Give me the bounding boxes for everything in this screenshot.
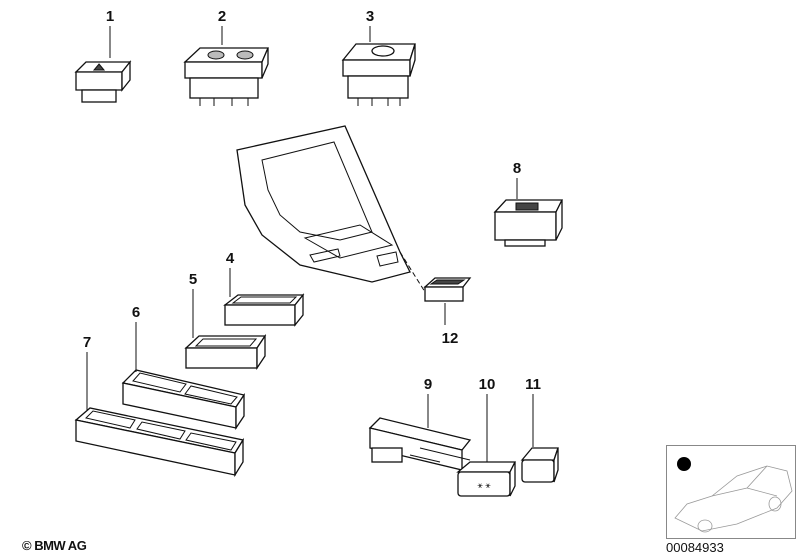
label-11[interactable]: 11 <box>525 376 541 393</box>
label-3[interactable]: 3 <box>366 8 374 25</box>
leader-lines <box>86 26 534 462</box>
part-1-hazard-switch[interactable] <box>74 60 132 103</box>
label-4[interactable]: 4 <box>226 250 235 267</box>
label-9[interactable]: 9 <box>424 376 432 393</box>
label-8[interactable]: 8 <box>513 160 521 177</box>
position-labels: 1 2 3 4 5 6 7 8 9 10 11 12 <box>83 8 541 393</box>
part-12-cover[interactable] <box>423 277 472 302</box>
part-11-knob[interactable] <box>520 447 559 483</box>
part-8-switch[interactable] <box>493 199 564 247</box>
part-4-blank-holder[interactable] <box>223 293 305 327</box>
part-6-double-holder[interactable] <box>121 369 246 431</box>
document-number: 00084933 <box>666 540 724 555</box>
label-5[interactable]: 5 <box>189 271 197 288</box>
part-10-knob[interactable]: ⚹ ⚹ <box>456 461 517 497</box>
label-6[interactable]: 6 <box>132 304 140 321</box>
part-5-single-holder[interactable] <box>184 333 267 371</box>
svg-text:⚹ ⚹: ⚹ ⚹ <box>477 480 491 490</box>
copyright-text: © BMW AG <box>22 538 87 553</box>
vehicle-thumbnail <box>666 445 796 539</box>
label-1[interactable]: 1 <box>106 8 114 25</box>
part-9-module[interactable] <box>368 417 472 471</box>
part-2-double-switch[interactable] <box>183 47 269 106</box>
center-console-trim[interactable] <box>236 125 431 301</box>
part-7-triple-holder[interactable] <box>74 407 245 478</box>
car-outline-icon <box>674 457 793 533</box>
label-2[interactable]: 2 <box>218 8 226 25</box>
label-10[interactable]: 10 <box>479 376 496 393</box>
part-3-switch[interactable] <box>341 43 416 106</box>
label-12[interactable]: 12 <box>442 330 459 347</box>
label-7[interactable]: 7 <box>83 334 91 351</box>
